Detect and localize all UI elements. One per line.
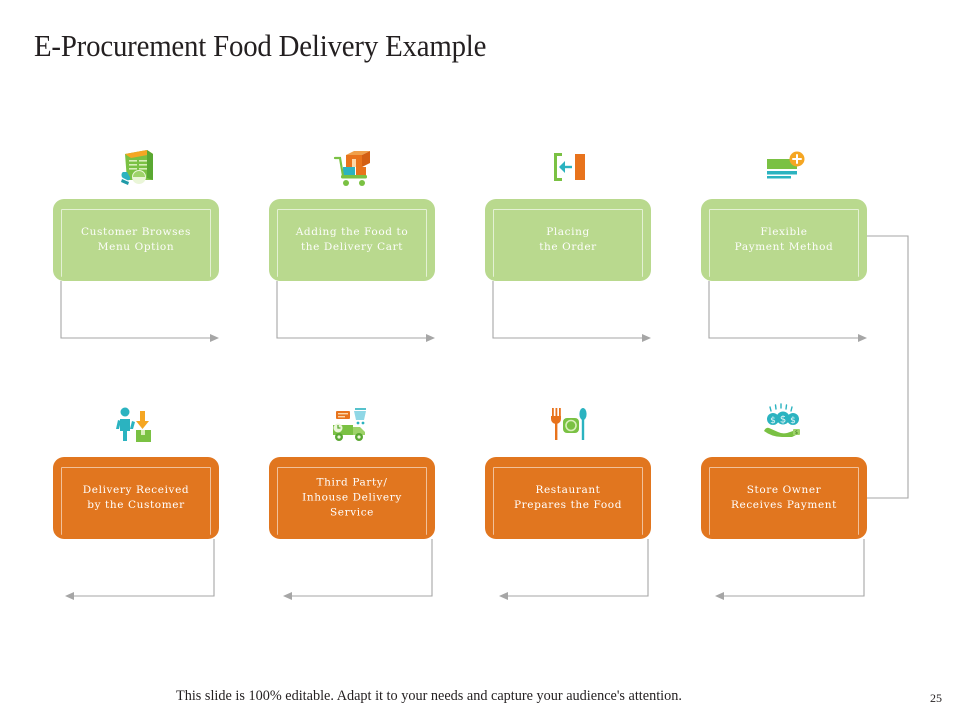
connector-step8-to-step7 (65, 539, 215, 600)
connector-step3-to-step4 (492, 281, 651, 342)
flow-node-step-8[interactable]: Delivery Received by the Customer (53, 457, 219, 539)
flow-node-label: Third Party/ Inhouse Delivery Service (302, 476, 402, 519)
submit-order-arrow-icon (554, 153, 585, 181)
connector-step4-down-right (708, 281, 867, 342)
flow-node-label: Store Owner Receives Payment (731, 484, 837, 511)
node-inner-rule (277, 467, 427, 535)
page-title: E-Procurement Food Delivery Example (34, 28, 487, 63)
svg-text:$: $ (795, 430, 798, 436)
flow-node-step-7[interactable]: Third Party/ Inhouse Delivery Service (269, 457, 435, 539)
flow-node-step-6[interactable]: Restaurant Prepares the Food (485, 457, 651, 539)
delivery-truck-icon (333, 408, 366, 441)
payment-card-plus-icon (767, 151, 805, 179)
flow-node-step-2[interactable]: Adding the Food to the Delivery Cart (269, 199, 435, 281)
flow-node-label: Delivery Received by the Customer (82, 484, 190, 511)
connector-step2-to-step3 (276, 281, 435, 342)
node-inner-rule (709, 467, 859, 535)
editable-note: This slide is 100% editable. Adapt it to… (176, 688, 682, 704)
node-inner-rule (61, 209, 211, 277)
flow-node-label: Restaurant Prepares the Food (513, 484, 623, 511)
flow-node-step-3[interactable]: Placing the Order (485, 199, 651, 281)
connector-step5-out-left (715, 539, 865, 600)
hand-money-icon: $ $ $ $ (764, 403, 800, 437)
flow-node-label: Flexible Payment Method (734, 226, 834, 253)
node-inner-rule (61, 467, 211, 535)
shopping-cart-boxes-icon (333, 151, 370, 186)
node-inner-rule (493, 209, 643, 277)
flow-node-label: Customer Browses Menu Option (81, 226, 191, 253)
svg-text:$: $ (780, 415, 786, 426)
fork-plate-spoon-icon (551, 408, 587, 440)
person-package-delivery-icon (116, 407, 151, 442)
connector-wrap-right (866, 235, 909, 499)
node-inner-rule (277, 209, 427, 277)
menu-book-icon (121, 150, 153, 185)
page-number: 25 (930, 691, 942, 705)
connector-step1-to-step2 (60, 281, 219, 342)
flow-node-step-5[interactable]: Store Owner Receives Payment (701, 457, 867, 539)
node-inner-rule (709, 209, 859, 277)
node-inner-rule (493, 467, 643, 535)
flow-node-step-1[interactable]: Customer Browses Menu Option (53, 199, 219, 281)
svg-text:$: $ (770, 416, 776, 426)
flow-node-label: Placing the Order (539, 226, 597, 253)
svg-text:$: $ (790, 416, 796, 426)
flow-node-label: Adding the Food to the Delivery Cart (295, 226, 409, 253)
connector-step6-to-step5 (499, 539, 649, 600)
flow-node-step-4[interactable]: Flexible Payment Method (701, 199, 867, 281)
connector-step7-to-step6 (283, 539, 433, 600)
